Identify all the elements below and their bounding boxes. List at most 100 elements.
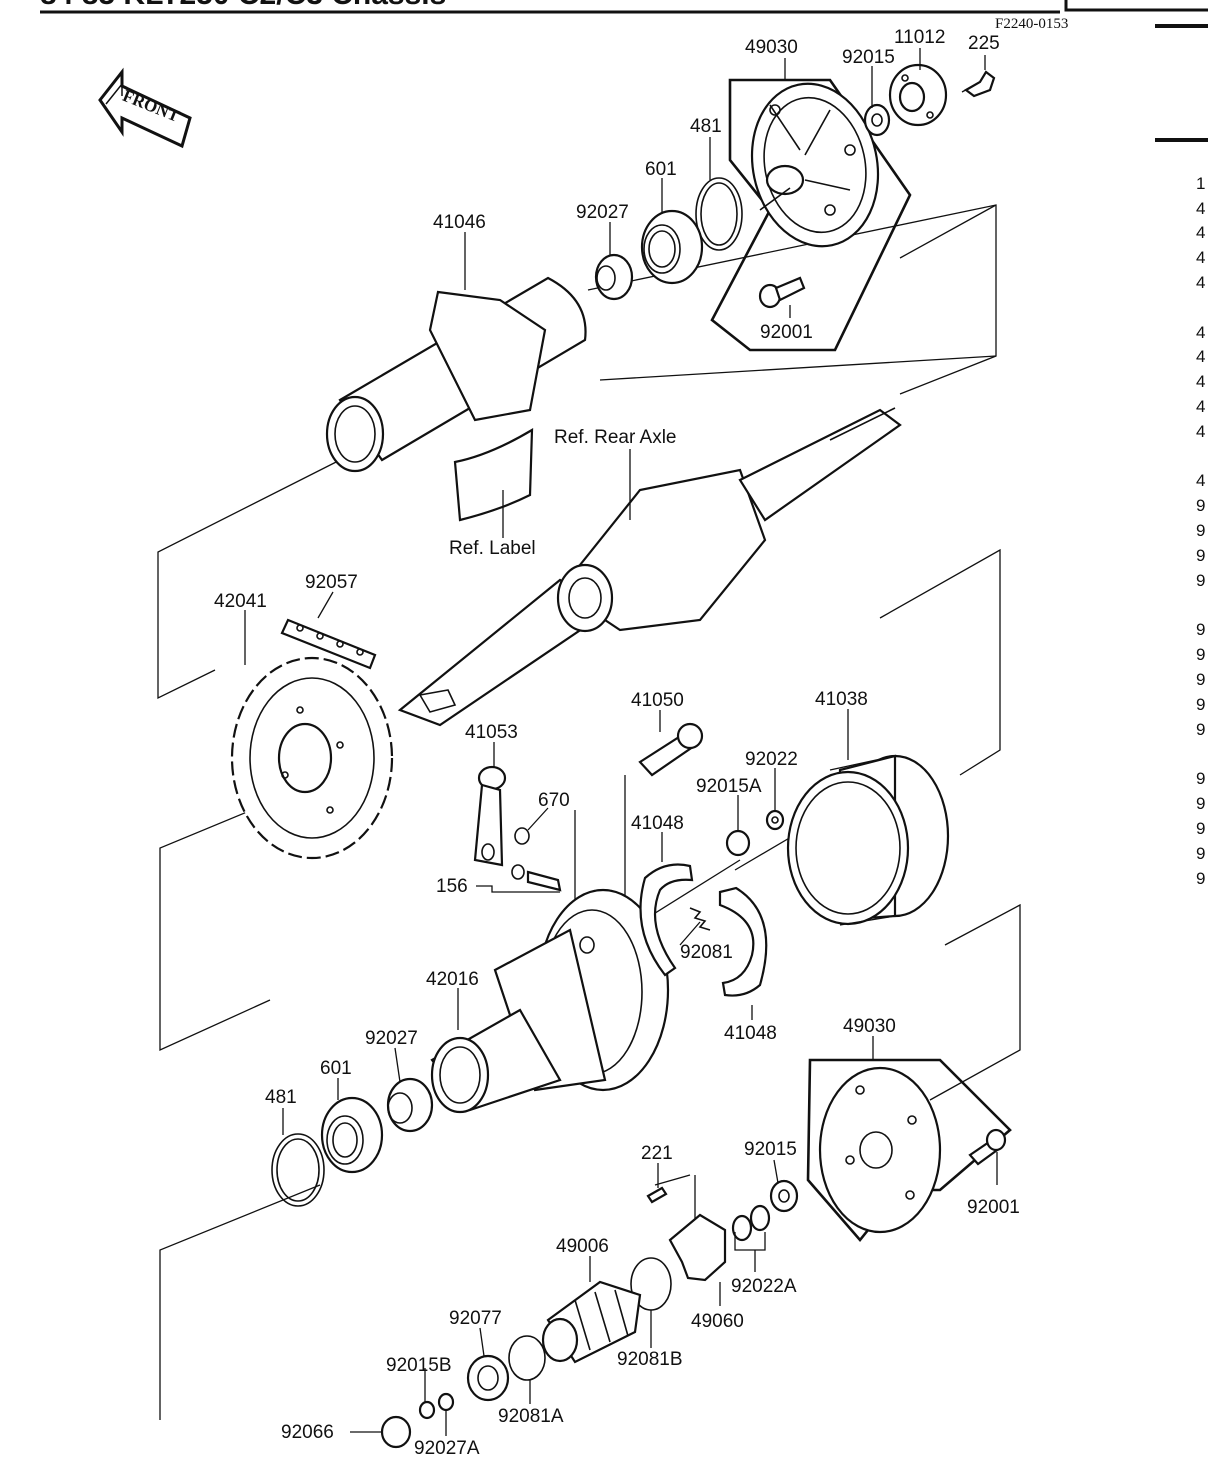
o-ring-92081A	[508, 1335, 546, 1381]
callout-42041: 42041	[214, 591, 267, 612]
brake-lever-41053	[473, 765, 507, 867]
coupling-49060	[668, 1213, 727, 1282]
callout-225: 225	[968, 33, 1000, 54]
callout-92001-top: 92001	[760, 322, 813, 343]
callout-41053: 41053	[465, 722, 518, 743]
ref-label-sticker	[453, 428, 534, 522]
ref-rear-axle-label: Ref. Rear Axle	[554, 427, 677, 448]
diagram-code: F2240-0153	[995, 16, 1068, 32]
side-index-item: 9	[1196, 645, 1205, 664]
nut-92015A	[725, 829, 751, 857]
leader-lines	[244, 48, 998, 1436]
bolt-92001-bottom	[968, 1128, 1007, 1166]
callout-92015B: 92015B	[386, 1355, 452, 1376]
callout-92077: 92077	[449, 1308, 502, 1329]
side-index-item: 9	[1196, 571, 1205, 590]
spring-92081	[689, 907, 711, 931]
callout-92066: 92066	[281, 1422, 334, 1443]
header-title: 84 85 KLT250 C2/C3 Chassis	[40, 0, 446, 11]
side-index-item: 4	[1196, 347, 1205, 366]
callout-92081B: 92081B	[617, 1349, 683, 1370]
spacer-92027-top	[594, 253, 634, 301]
sprocket-hub-top	[750, 82, 880, 248]
side-index-item: 4	[1196, 323, 1205, 342]
callout-92057: 92057	[305, 572, 358, 593]
callout-92015A: 92015A	[696, 776, 762, 797]
callout-92027-top: 92027	[576, 202, 629, 223]
brake-cam-41050	[638, 722, 704, 777]
callout-481-mid: 481	[265, 1087, 297, 1108]
nut-92077	[466, 1354, 510, 1402]
side-index: 1 4 4 4 4 4 4 4 4 4 4 9 9 9 9 9 9 9 9 9 …	[1196, 174, 1205, 888]
cap-92066	[380, 1415, 412, 1449]
callout-156: 156	[436, 876, 468, 897]
chain-92057	[280, 618, 377, 670]
brake-panel-42016	[430, 888, 670, 1114]
callout-41048-bottom: 41048	[724, 1023, 777, 1044]
side-index-item: 1	[1196, 174, 1205, 193]
callout-49006: 49006	[556, 1236, 609, 1257]
washer-92022A	[731, 1204, 771, 1242]
screw-221	[646, 1186, 668, 1204]
bolt-225	[961, 70, 996, 98]
callout-41038: 41038	[815, 689, 868, 710]
callout-92015-mid: 92015	[744, 1139, 797, 1160]
callout-481-top: 481	[690, 116, 722, 137]
bearing-601-mid	[320, 1096, 384, 1174]
side-index-item: 9	[1196, 620, 1205, 639]
side-index-item: 4	[1196, 372, 1205, 391]
assembly-lines	[157, 204, 1021, 1420]
callout-92081: 92081	[680, 942, 733, 963]
callout-92022: 92022	[745, 749, 798, 770]
front-arrow-icon: FRONT	[98, 67, 192, 149]
side-index-item: 9	[1196, 670, 1205, 689]
callout-601-top: 601	[645, 159, 677, 180]
nut-92015B	[418, 1400, 436, 1420]
callout-42016: 42016	[426, 969, 479, 990]
callout-92015-top: 92015	[842, 47, 895, 68]
side-index-item: 4	[1196, 397, 1205, 416]
side-index-item: 9	[1196, 720, 1205, 739]
side-index-item: 9	[1196, 546, 1205, 565]
callout-601-mid: 601	[320, 1058, 352, 1079]
callout-92081A: 92081A	[498, 1406, 564, 1427]
washer-92022	[765, 809, 785, 831]
side-index-item: 4	[1196, 422, 1205, 441]
callout-41050: 41050	[631, 690, 684, 711]
sprocket-42041	[230, 656, 394, 860]
header: 84 85 KLT250 C2/C3 Chassis F2240-0153	[40, 0, 1208, 142]
callout-92022A: 92022A	[731, 1276, 797, 1297]
callout-92027A: 92027A	[414, 1438, 480, 1459]
bolt-156	[511, 864, 562, 892]
brake-shoe-41048-bottom	[718, 886, 768, 997]
callout-670: 670	[538, 790, 570, 811]
circlip-481-mid	[271, 1133, 325, 1207]
side-index-item: 4	[1196, 273, 1205, 292]
callout-41048-top: 41048	[631, 813, 684, 834]
side-index-item: 9	[1196, 869, 1205, 888]
side-index-item: 9	[1196, 794, 1205, 813]
rear-axle-assembly	[397, 407, 902, 727]
brake-shoe-41048-top	[639, 863, 694, 977]
side-index-item: 9	[1196, 844, 1205, 863]
side-index-item: 4	[1196, 471, 1205, 490]
side-index-item: 4	[1196, 223, 1205, 242]
callout-41046: 41046	[433, 212, 486, 233]
callout-92027-mid: 92027	[365, 1028, 418, 1049]
ref-label-text: Ref. Label	[449, 538, 536, 559]
callout-49030-top: 49030	[745, 37, 798, 58]
side-index-item: 9	[1196, 695, 1205, 714]
side-index-item: 4	[1196, 248, 1205, 267]
callout-49060: 49060	[691, 1311, 744, 1332]
side-index-item: 9	[1196, 496, 1205, 515]
boot-49006	[541, 1280, 642, 1364]
axle-housing-41046	[325, 276, 587, 473]
side-index-item: 9	[1196, 819, 1205, 838]
o-ring-670	[514, 827, 530, 845]
flange-11012	[888, 63, 948, 127]
callout-221: 221	[641, 1143, 673, 1164]
sprocket-hub-bottom	[818, 1066, 942, 1234]
circlip-481-top	[695, 177, 743, 251]
spacer-92027-mid	[386, 1077, 434, 1133]
